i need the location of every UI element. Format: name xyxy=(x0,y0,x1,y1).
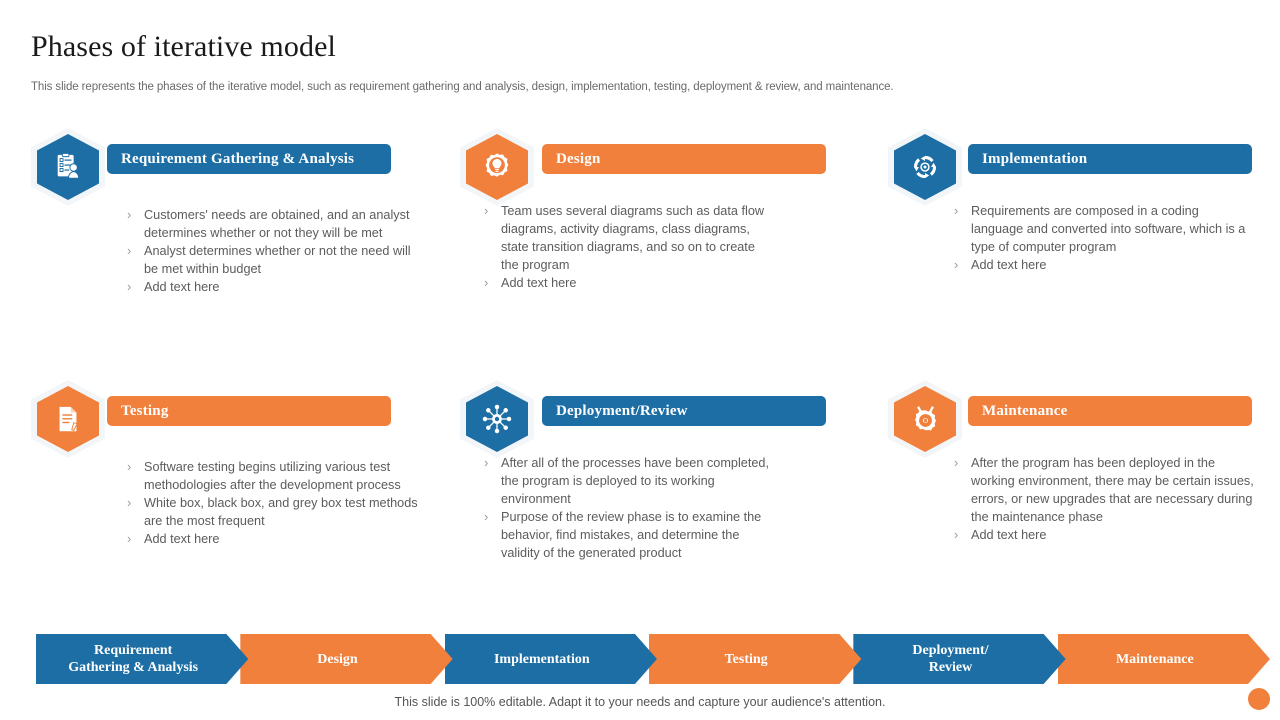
process-step-label: Design xyxy=(317,651,358,667)
chevron-bullet-icon: › xyxy=(127,207,132,222)
bullet-item: › Analyst determines whether or not the … xyxy=(127,242,427,278)
phase-bullet-list: › After the program has been deployed in… xyxy=(954,454,1254,544)
chevron-bullet-icon: › xyxy=(484,455,489,470)
phase-row-bottom: Testing › Software testing begins utiliz… xyxy=(0,380,1280,632)
bullet-text: Team uses several diagrams such as data … xyxy=(501,204,765,272)
bullet-text: Customers' needs are obtained, and an an… xyxy=(144,208,410,240)
chevron-bullet-icon: › xyxy=(954,257,959,272)
page-subtitle: This slide represents the phases of the … xyxy=(31,81,894,93)
bullet-item: › Requirements are composed in a coding … xyxy=(954,202,1254,256)
chevron-bullet-icon: › xyxy=(127,495,132,510)
phase-title-bar: Deployment/Review xyxy=(542,396,826,426)
process-step-label: Implementation xyxy=(493,651,590,667)
bullet-text: Software testing begins utilizing variou… xyxy=(144,460,401,492)
bullet-item: › After all of the processes have been c… xyxy=(484,454,769,508)
phase-card-grid: Requirement Gathering & Analysis › Custo… xyxy=(0,128,1280,632)
process-step-label: Maintenance xyxy=(1115,651,1194,667)
chevron-bullet-icon: › xyxy=(127,279,132,294)
bullet-text: Add text here xyxy=(971,528,1047,542)
bullet-text: Purpose of the review phase is to examin… xyxy=(501,510,762,560)
phase-title-text: Deployment/Review xyxy=(556,402,688,419)
phase-title-bar: Implementation xyxy=(968,144,1252,174)
bullet-item: › After the program has been deployed in… xyxy=(954,454,1254,526)
phase-icon-badge xyxy=(460,128,534,206)
phase-icon-badge xyxy=(460,380,534,458)
phase-bullet-list: › Requirements are composed in a coding … xyxy=(954,202,1254,274)
phase-bullet-list: › Team uses several diagrams such as dat… xyxy=(484,202,769,292)
bullet-text: Add text here xyxy=(501,276,577,290)
bullet-item: › Customers' needs are obtained, and an … xyxy=(127,206,427,242)
bullet-text: Add text here xyxy=(144,280,220,294)
bullet-item: › Purpose of the review phase is to exam… xyxy=(484,508,769,562)
phase-title-text: Design xyxy=(556,150,601,167)
bullet-text: Requirements are composed in a coding la… xyxy=(971,204,1246,254)
chevron-bullet-icon: › xyxy=(127,243,132,258)
phase-title-bar: Requirement Gathering & Analysis xyxy=(107,144,391,174)
phase-icon-badge xyxy=(31,128,105,206)
phase-bullet-list: › After all of the processes have been c… xyxy=(484,454,769,562)
phase-bullet-list: › Software testing begins utilizing vari… xyxy=(127,458,427,548)
chevron-bullet-icon: › xyxy=(484,509,489,524)
process-step-chevron[interactable]: Maintenance xyxy=(1058,634,1270,684)
bullet-item: › Add text here xyxy=(127,530,427,548)
bullet-item: › White box, black box, and grey box tes… xyxy=(127,494,427,530)
phase-icon-badge xyxy=(888,380,962,458)
bullet-item: › Add text here xyxy=(127,278,427,296)
process-step-chevron[interactable]: Deployment/ Review xyxy=(853,634,1065,684)
phase-icon-badge xyxy=(888,128,962,206)
bullet-text: Add text here xyxy=(971,258,1047,272)
chevron-bullet-icon: › xyxy=(484,203,489,218)
chevron-bullet-icon: › xyxy=(127,459,132,474)
process-step-chevron[interactable]: Requirement Gathering & Analysis xyxy=(36,634,248,684)
process-step-chevron[interactable]: Implementation xyxy=(445,634,657,684)
phase-title-text: Testing xyxy=(121,402,169,419)
chevron-bullet-icon: › xyxy=(127,531,132,546)
bullet-item: › Add text here xyxy=(954,526,1254,544)
bullet-item: › Software testing begins utilizing vari… xyxy=(127,458,427,494)
chevron-bullet-icon: › xyxy=(484,275,489,290)
chevron-bullet-icon: › xyxy=(954,527,959,542)
bullet-text: Analyst determines whether or not the ne… xyxy=(144,244,411,276)
phase-title-bar: Maintenance xyxy=(968,396,1252,426)
bullet-text: White box, black box, and grey box test … xyxy=(144,496,418,528)
bullet-text: After the program has been deployed in t… xyxy=(971,456,1254,524)
process-step-chevron[interactable]: Design xyxy=(240,634,452,684)
phase-title-text: Maintenance xyxy=(982,402,1068,419)
process-step-label: Testing xyxy=(724,651,768,667)
bullet-item: › Add text here xyxy=(484,274,769,292)
corner-accent-dot xyxy=(1248,688,1270,710)
bullet-text: After all of the processes have been com… xyxy=(501,456,770,506)
phase-icon-badge xyxy=(31,380,105,458)
phase-title-bar: Design xyxy=(542,144,826,174)
page-title: Phases of iterative model xyxy=(31,30,336,63)
footer-note: This slide is 100% editable. Adapt it to… xyxy=(394,695,886,709)
phase-bullet-list: › Customers' needs are obtained, and an … xyxy=(127,206,427,296)
bullet-item: › Add text here xyxy=(954,256,1254,274)
bullet-text: Add text here xyxy=(144,532,220,546)
phase-title-text: Implementation xyxy=(982,150,1088,167)
chevron-bullet-icon: › xyxy=(954,455,959,470)
process-step-chevron[interactable]: Testing xyxy=(649,634,861,684)
process-step-label: Requirement Gathering & Analysis xyxy=(68,643,199,675)
phase-row-top: Requirement Gathering & Analysis › Custo… xyxy=(0,128,1280,380)
phase-title-text: Requirement Gathering & Analysis xyxy=(121,150,355,167)
bullet-item: › Team uses several diagrams such as dat… xyxy=(484,202,769,274)
chevron-bullet-icon: › xyxy=(954,203,959,218)
process-chevron-bar: Requirement Gathering & Analysis Design Im… xyxy=(36,634,1256,684)
phase-title-bar: Testing xyxy=(107,396,391,426)
process-step-label: Deployment/ Review xyxy=(912,643,989,675)
